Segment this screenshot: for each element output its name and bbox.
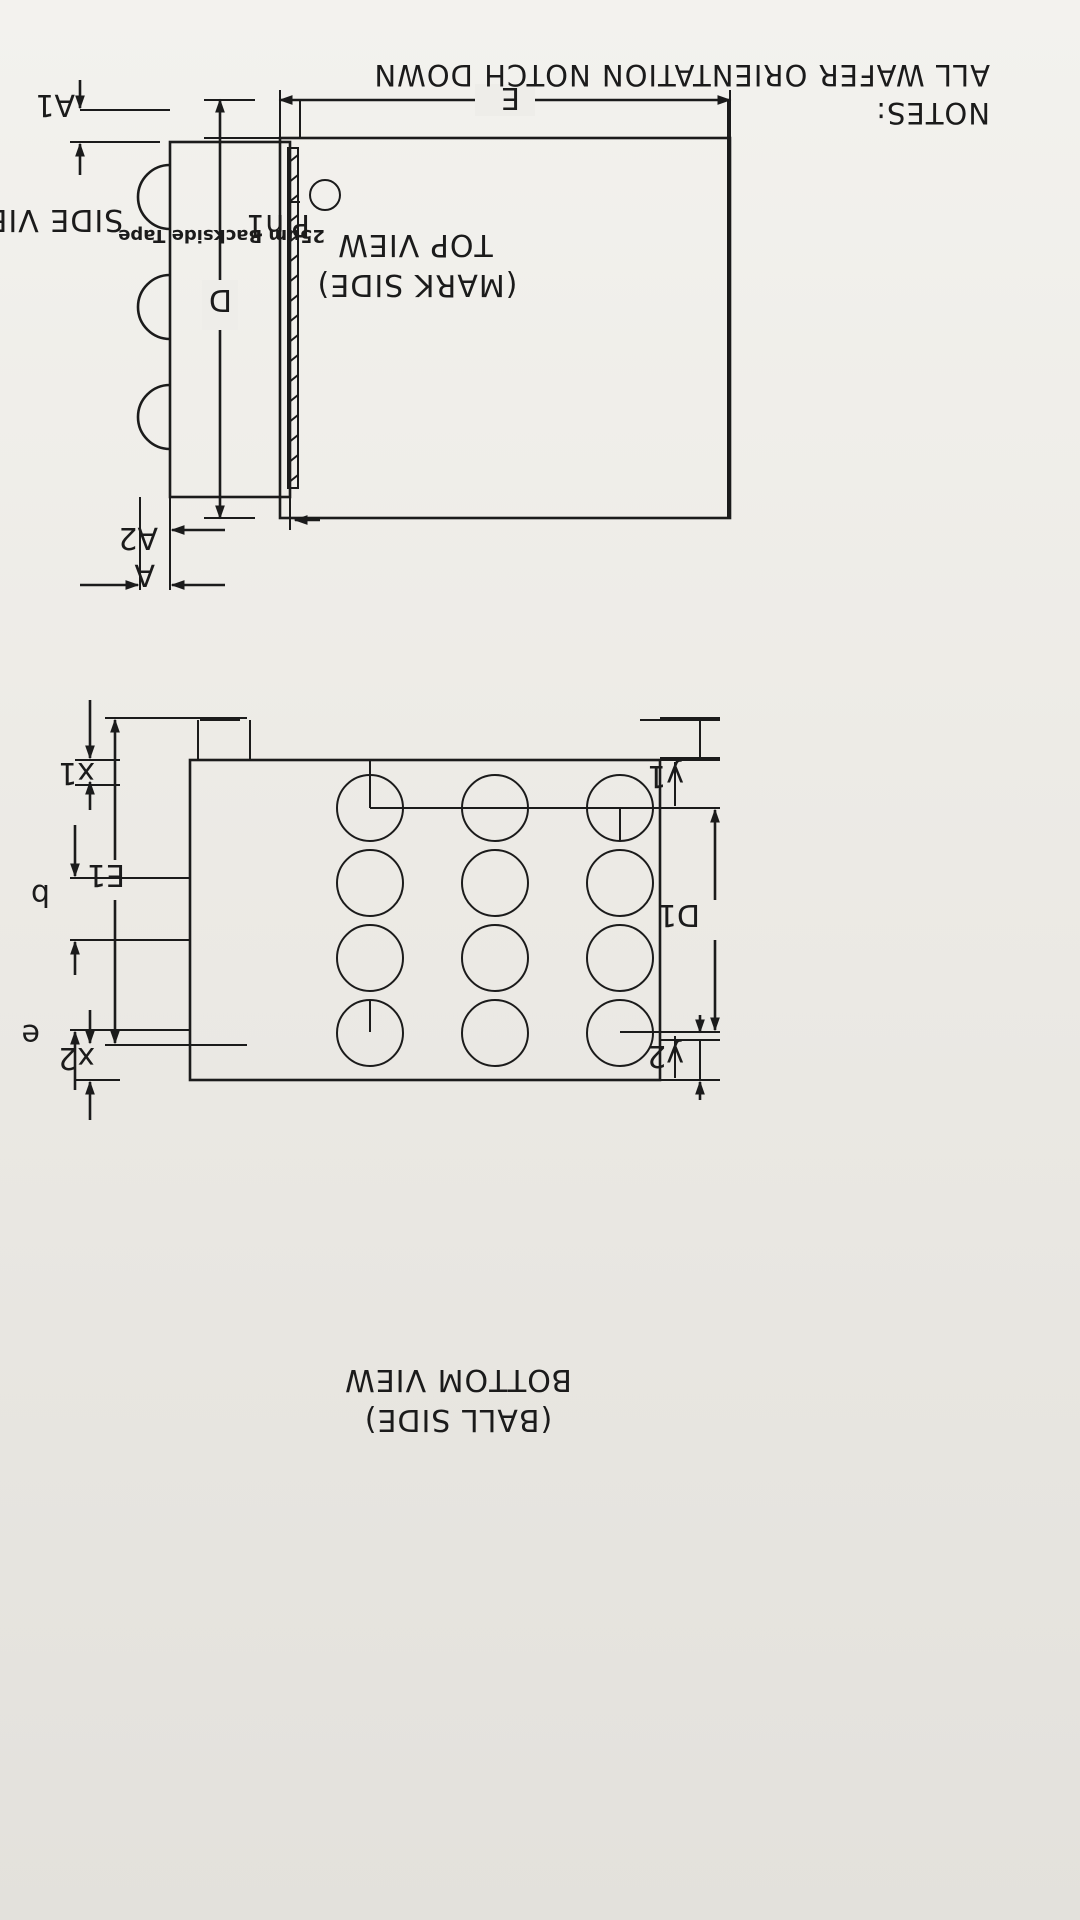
dim-label-a1: A1 [35,87,75,122]
ball-grid [336,760,660,1067]
bottom-view: E1 x1 x2 [58,700,720,1120]
solder-ball-pad [461,849,529,917]
notes-title: NOTES: [875,96,990,130]
notes-line: ALL WAFER ORIENTATION NOTCH DOWN [373,58,990,92]
backside-tape [287,147,299,489]
solder-ball-pad [586,849,654,917]
solder-ball-pad [461,999,529,1067]
solder-ball-pad [586,924,654,992]
dim-label-d1: D1 [658,897,700,932]
tape-label: 25um Backside Tape [118,225,325,246]
dim-label-d: D [209,282,232,317]
dim-label-y1: y1 [647,758,684,793]
top-view-title: TOP VIEW [337,227,494,262]
solder-ball-pad [461,924,529,992]
pin1-marker-icon [309,179,341,211]
top-view-subtitle: (MARK SIDE) [317,267,518,302]
dim-label-x1: x1 [58,755,95,790]
dim-label-y2: y2 [647,1038,684,1073]
dim-label-a: A [134,557,155,592]
bottom-view-dims: D1 y1 y2 b e BOTTOM VIEW (BALL SIDE) [22,758,720,1437]
die-body [168,140,292,499]
solder-ball [136,273,171,341]
top-view-outline [278,136,732,520]
bottom-view-title: BOTTOM VIEW [344,1362,572,1397]
side-view: A A2 A1 25um Backside Tape SIDE VIEW [0,80,325,592]
solder-ball-pad [336,924,404,992]
solder-ball [136,163,171,231]
dim-label-b: b [31,877,50,912]
dim-label-x2: x2 [58,1040,95,1075]
solder-ball-pad [336,849,404,917]
side-view-title: SIDE VIEW [0,202,123,237]
bottom-view-subtitle: (BALL SIDE) [364,1402,552,1437]
top-view: Pin1 E D TOP VIEW (MARK SIDE) [202,80,732,520]
dim-label-e-pitch: e [22,1017,40,1052]
dim-label-a2: A2 [118,520,158,555]
bottom-view-outline [188,758,662,1082]
pin1-label: Pin1 [246,207,310,242]
dim-label-e1: E1 [87,857,125,892]
solder-ball [136,383,171,451]
dim-label-e: E [501,80,520,115]
